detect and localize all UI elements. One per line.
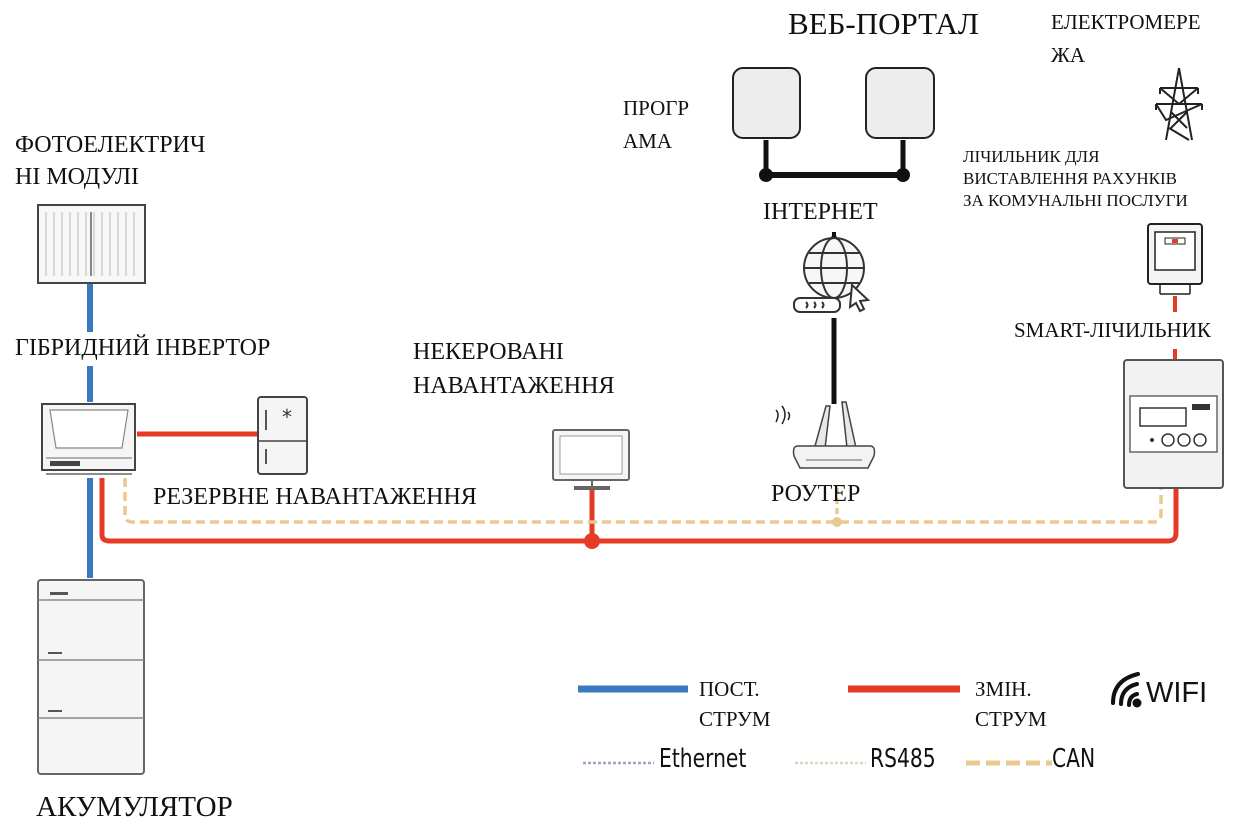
svg-text:*: * — [282, 405, 292, 429]
internet-label: ІНТЕРНЕТ — [763, 199, 878, 225]
net-node-right — [896, 168, 910, 182]
grid-label: ЕЛЕКТРОМЕРЕ ЖА — [1051, 10, 1201, 67]
billing-meter-label: ЛІЧИЛЬНИК ДЛЯ ВИСТАВЛЕННЯ РАХУНКІВ ЗА КО… — [963, 147, 1188, 210]
transmission-tower-icon — [1155, 67, 1203, 141]
hybrid-inverter-icon — [41, 403, 136, 475]
pv-modules-label: ФОТОЕЛЕКТРИЧ НІ МОДУЛІ — [15, 132, 206, 191]
portal-box-right-icon — [865, 67, 935, 139]
program-label: ПРОГР АМА — [623, 96, 690, 153]
legend-wifi-label: WIFI — [1146, 677, 1208, 709]
wires — [87, 140, 1179, 578]
pv-module-icon — [37, 204, 146, 284]
globe-icon — [793, 237, 871, 313]
hybrid-inverter-label: ГІБРИДНИЙ ІНВЕРТОР — [15, 335, 271, 361]
battery-label: АКУМУЛЯТОР — [36, 791, 233, 823]
wifi-icon — [1111, 672, 1142, 708]
smart-meter-icon — [1123, 359, 1224, 489]
legend-ethernet-label: Ethernet — [659, 744, 747, 774]
monitor-icon — [552, 429, 630, 490]
web-portal-label: ВЕБ-ПОРТАЛ — [788, 6, 979, 41]
legend-dc-label: ПОСТ. СТРУМ — [699, 677, 771, 732]
smart-meter-label: SMART-ЛІЧИЛЬНИК — [1014, 318, 1211, 342]
unmanaged-loads-label: НЕКЕРОВАНІ НАВАНТАЖЕННЯ — [413, 339, 615, 399]
net-node-left — [759, 168, 773, 182]
ac-junction — [584, 533, 600, 549]
backup-load-label: РЕЗЕРВНЕ НАВАНТАЖЕННЯ — [153, 484, 477, 510]
ac-wire-main-bus — [99, 478, 1179, 544]
legend-rs485-label: RS485 — [870, 744, 936, 774]
fridge-icon: * — [257, 396, 308, 475]
billing-meter-icon — [1147, 223, 1203, 295]
router-label: РОУТЕР — [771, 481, 861, 507]
portal-box-left-icon — [732, 67, 801, 139]
battery-icon — [37, 579, 145, 775]
legend-ac-label: ЗМІН. СТРУМ — [975, 677, 1047, 732]
can-wire — [123, 478, 1163, 524]
router-icon — [775, 401, 876, 469]
legend-can-label: CAN — [1052, 744, 1096, 774]
